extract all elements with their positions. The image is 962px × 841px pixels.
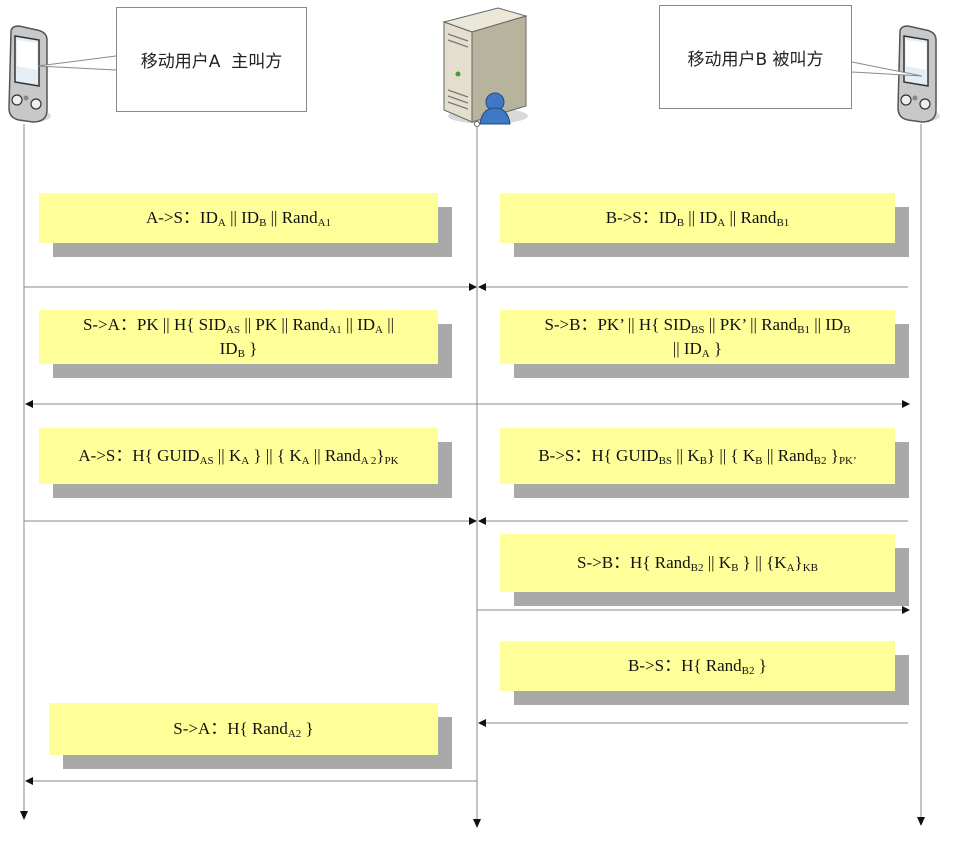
message-arrow-m2 xyxy=(478,283,908,291)
message-box: S->A：H{ RandA2 } xyxy=(49,703,452,769)
callout-user-a: 移动用户A 主叫方 xyxy=(116,7,307,112)
callout-user-b-label: 移动用户B 被叫方 xyxy=(687,49,824,70)
message-box: B->S：IDB || IDA || RandB1 xyxy=(500,193,909,257)
message-label-m4: S->B：PK’ || H{ SIDBS || PK’ || RandB1 ||… xyxy=(544,315,851,360)
mobile-phone-icon xyxy=(897,25,940,123)
mobile-phone-icon xyxy=(8,25,51,123)
message-label-m9: S->A：H{ RandA2 } xyxy=(173,719,314,740)
message-label-m2: B->S：IDB || IDA || RandB1 xyxy=(605,208,790,229)
callout-user-b: 移动用户B 被叫方 xyxy=(659,5,852,109)
message-box: S->B：PK’ || H{ SIDBS || PK’ || RandB1 ||… xyxy=(500,310,909,378)
message-label-m5: A->S：H{ GUIDAS || KA } || { KA || RandA … xyxy=(78,446,399,467)
message-label-m3: S->A：PK || H{ SIDAS || PK || RandA1 || I… xyxy=(82,315,395,360)
message-arrow-m3-m4 xyxy=(25,400,910,408)
message-arrow-m1 xyxy=(24,283,477,291)
message-box: A->S：H{ GUIDAS || KA } || { KA || RandA … xyxy=(39,428,452,498)
message-box: S->B：H{ RandB2 || KB } || {KA}KB xyxy=(500,534,909,606)
message-box: A->S：IDA || IDB || RandA1 xyxy=(39,193,452,257)
message-label-m8: B->S：H{ RandB2 } xyxy=(628,656,767,677)
callout-user-a-label: 移动用户A 主叫方 xyxy=(140,52,283,72)
message-box: B->S：H{ RandB2 } xyxy=(500,641,909,705)
message-arrow-m8 xyxy=(478,719,908,727)
lifeline-server-end-arrow xyxy=(473,819,481,828)
message-label-m6: B->S：H{ GUIDBS || KB} || { KB || RandB2 … xyxy=(538,446,857,467)
lifeline-user-b-end-arrow xyxy=(917,817,925,826)
message-arrow-m7 xyxy=(477,606,910,614)
message-label-m1: A->S：IDA || IDB || RandA1 xyxy=(145,208,332,229)
message-arrow-m9 xyxy=(25,777,477,785)
lifeline-user-a-end-arrow xyxy=(20,811,28,820)
message-arrow-m6 xyxy=(478,517,908,525)
message-label-m7: S->B：H{ RandB2 || KB } || {KA}KB xyxy=(577,553,818,574)
server-user-icon xyxy=(442,7,528,127)
message-arrow-m5 xyxy=(24,517,477,525)
message-box: S->A：PK || H{ SIDAS || PK || RandA1 || I… xyxy=(39,310,452,378)
message-box: B->S：H{ GUIDBS || KB} || { KB || RandB2 … xyxy=(500,428,909,498)
